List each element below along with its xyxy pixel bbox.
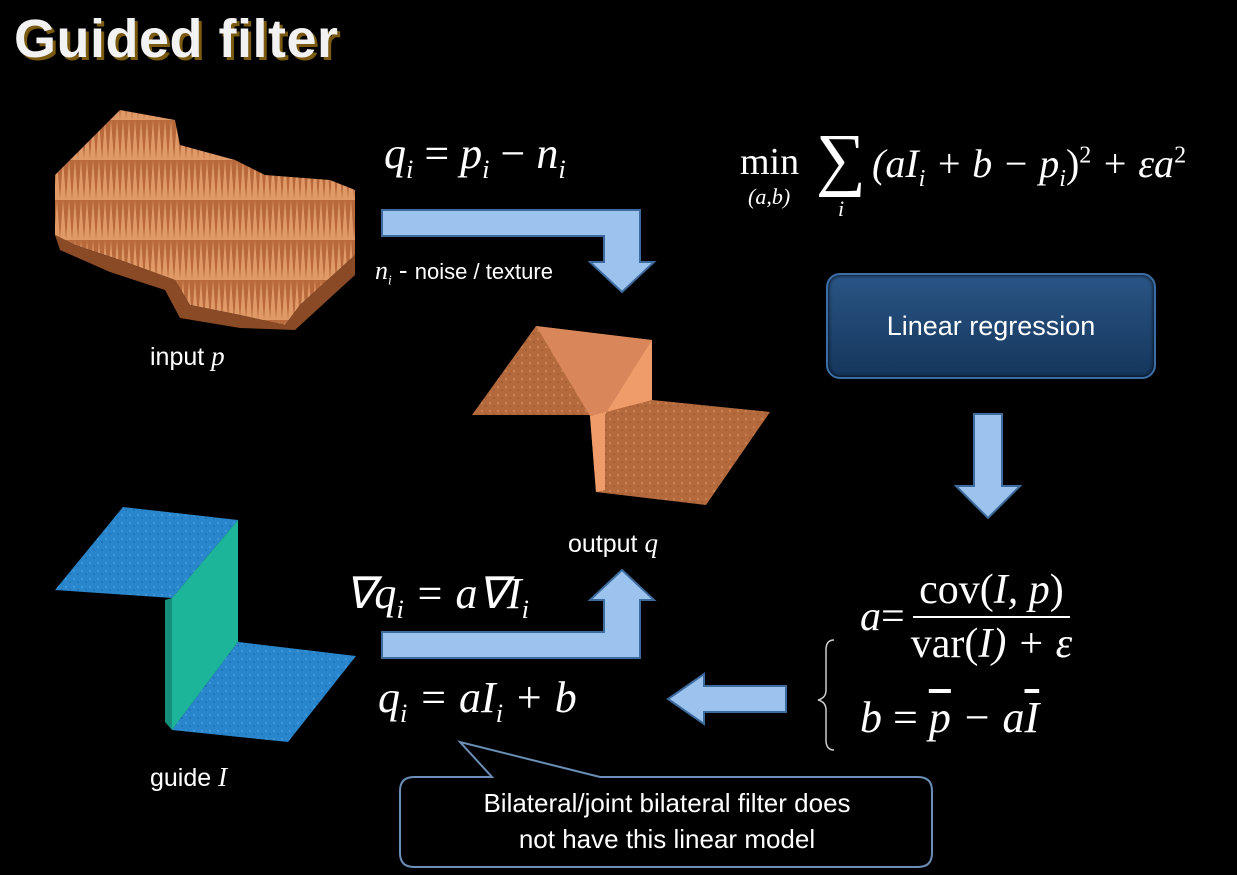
callout-line-2: not have this linear model: [518, 824, 816, 854]
input-noisy-surface: [55, 110, 355, 330]
a-coefficient-formula: a = cov(I, p) var(I) + ε: [860, 567, 1073, 667]
linear-model-formula: qi = aIi + b: [378, 673, 577, 728]
callout-line-1: Bilateral/joint bilateral filter does: [483, 788, 851, 818]
coefficient-brace: [817, 639, 835, 751]
slide-title: Guided filter: [14, 9, 339, 69]
input-caption: input p: [150, 341, 225, 371]
callout-bubble: [399, 740, 933, 868]
callout-text: Bilateral/joint bilateral filter does no…: [403, 776, 931, 866]
guide-surface: [55, 507, 356, 742]
output-caption: output q: [568, 528, 658, 558]
noise-removal-arrow: [381, 209, 657, 294]
coefficients-left-arrow: [666, 672, 787, 726]
gradient-preserve-arrow: [381, 568, 657, 659]
guide-caption: guide I: [150, 762, 228, 792]
noise-label: ni - noise / texture: [375, 255, 553, 288]
linear-regression-box: Linear regression: [826, 273, 1156, 379]
gradient-formula: ∇qi = a∇Ii: [345, 569, 529, 624]
regression-down-arrow: [953, 413, 1023, 520]
output-smooth-surface: [472, 326, 770, 505]
noise-model-formula: qi = pi − ni: [384, 129, 566, 184]
b-coefficient-formula: b = p − aI: [860, 693, 1040, 742]
